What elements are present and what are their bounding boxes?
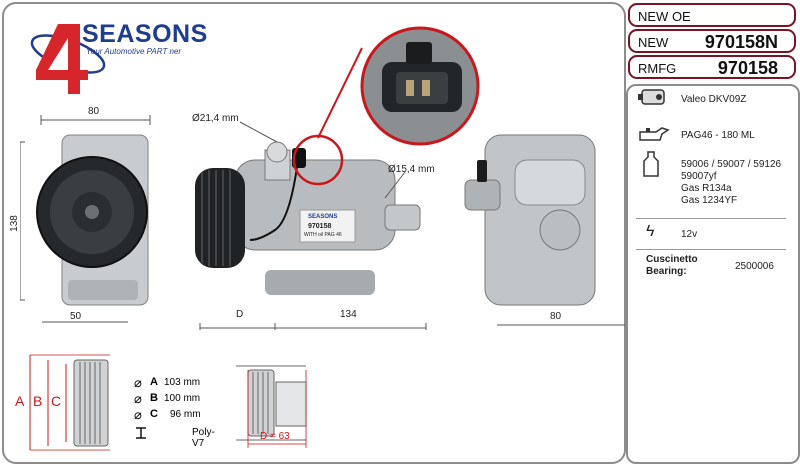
connector-zoom (358, 24, 482, 148)
brand-name: SEASONS (82, 20, 208, 48)
pulley-letter-c: C (51, 393, 62, 409)
ref-3: Gas R134a (681, 183, 732, 194)
pulley-row-c-value: 96 mm (170, 409, 201, 420)
side-length-label: 134 (340, 309, 357, 320)
rmfg-code: 970158 (717, 58, 778, 78)
spec-panel (626, 84, 800, 464)
sticker-brand: SEASONS (308, 214, 338, 220)
pulley-diagram: A B C (10, 350, 130, 456)
diameter-icon: ⌀ (134, 407, 142, 422)
belt-profile-icon (136, 427, 146, 439)
pulley-row-a-letter: A (150, 376, 158, 388)
rear-width-label: 80 (550, 311, 562, 322)
bearing-label-1: Cuscinetto (646, 254, 698, 265)
brand-logo: 4 SEASONS Your Automotive PART ner (18, 14, 218, 104)
port-large-label: Ø21,4 mm (192, 113, 239, 124)
rear-view: 80 (455, 120, 625, 335)
zoom-leader (317, 47, 363, 139)
oil-bottle-icon (642, 150, 660, 183)
front-view: 80 138 50 (9, 100, 180, 325)
rmfg-label: RMFG (638, 61, 677, 76)
pulley-row-b-value: 100 mm (164, 393, 201, 404)
side-d-label: D (236, 309, 244, 320)
bearing-label-2: Bearing: (646, 266, 687, 277)
diameter-icon: ⌀ (134, 375, 142, 390)
side-view: SEASONS 970158 WITH oil PAG 46 Ø21,4 mm … (180, 100, 440, 330)
bearing-value: 2500006 (735, 261, 774, 272)
ref-1: 59006 / 59007 / 59126 (681, 159, 782, 170)
front-height-label: 138 (8, 215, 20, 232)
compressor-icon (638, 86, 668, 113)
voltage-value: 12v (681, 229, 698, 240)
pulley-row-b-letter: B (150, 392, 158, 404)
pulley-row-c-letter: C (150, 408, 158, 420)
pulley-row-a-value: 103 mm (164, 377, 201, 388)
new-label: NEW (638, 35, 669, 50)
new-code: 970158N (704, 32, 778, 52)
model-value: Valeo DKV09Z (681, 94, 747, 105)
pulley-legend: ⌀ A 103 mm ⌀ B 100 mm ⌀ C 96 mm Poly-V7 (130, 375, 230, 449)
pulley-letter-b: B (33, 393, 43, 409)
spec-divider-2 (636, 249, 786, 250)
port-small-label: Ø15,4 mm (388, 164, 435, 175)
brand-tagline: Your Automotive PART ner (86, 47, 182, 56)
rmfg-code-box: RMFG 970158 (628, 55, 796, 79)
new-oe-label: NEW OE (638, 9, 691, 24)
logo-graphic (30, 24, 106, 94)
spec-divider-1 (636, 218, 786, 219)
diameter-icon: ⌀ (134, 391, 142, 406)
ref-4: Gas 1234YF (681, 195, 738, 206)
clutch-depth-diagram: D = 63 (236, 356, 336, 456)
front-bottom-label: 50 (70, 311, 82, 322)
lightning-icon: ϟ (646, 223, 655, 240)
d-value: D = 63 (260, 431, 290, 442)
new-code-box: NEW 970158N (628, 29, 796, 53)
sticker-note: WITH oil PAG 46 (304, 232, 342, 238)
sticker-code: 970158 (308, 223, 332, 230)
oil-value: PAG46 - 180 ML (681, 130, 755, 141)
pulley-type: Poly-V7 (192, 427, 215, 449)
front-width-label: 80 (88, 106, 100, 117)
oil-can-icon (636, 124, 670, 147)
ref-2: 59007yf (681, 171, 717, 182)
new-oe-box: NEW OE (628, 3, 796, 27)
pulley-letter-a: A (15, 393, 25, 409)
